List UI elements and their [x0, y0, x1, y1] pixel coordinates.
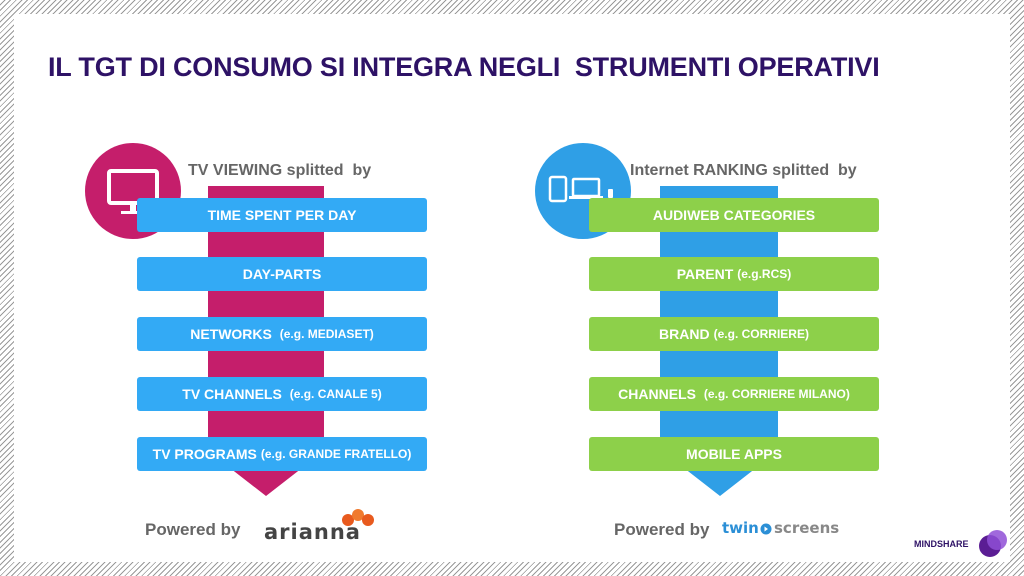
tv-item-example: (e.g. MEDIASET) [279, 327, 374, 341]
mindshare-logo-mark [979, 530, 1007, 557]
tv-item-time-spent: TIME SPENT PER DAY [137, 198, 427, 232]
tv-icon [107, 169, 159, 214]
tv-item-networks: NETWORKS (e.g. MEDIASET) [137, 317, 427, 351]
tv-powered-by: Powered by [145, 520, 241, 539]
web-item-label: BRAND [659, 326, 710, 342]
twinscreens-logo: twin screens [722, 518, 840, 540]
arianna-logo-mark [342, 509, 374, 526]
page-title: IL TGT DI CONSUMO SI INTEGRA NEGLI STRUM… [48, 52, 880, 82]
twinscreens-logo-dot [760, 523, 772, 535]
tv-item-example: (e.g. CANALE 5) [289, 387, 382, 401]
web-item-example: (e.g.RCS) [737, 267, 792, 281]
internet-powered-by: Powered by [614, 520, 710, 539]
tv-item-day-parts: DAY-PARTS [137, 257, 427, 291]
tv-item-channels: TV CHANNELS (e.g. CANALE 5) [137, 377, 427, 411]
tv-item-label: TV CHANNELS [182, 386, 286, 402]
web-item-label: AUDIWEB CATEGORIES [652, 207, 816, 223]
web-item-label: PARENT [676, 266, 734, 282]
web-item-label: CHANNELS [618, 386, 700, 402]
web-item-channels: CHANNELS (e.g. CORRIERE MILANO) [589, 377, 879, 411]
devices-icon [548, 175, 613, 203]
tv-item-label: TIME SPENT PER DAY [207, 207, 357, 223]
internet-panel-heading: Internet RANKING splitted by [630, 162, 857, 179]
mindshare-logo-text: MINDSHARE [914, 539, 969, 549]
web-item-mobile-apps: MOBILE APPS [589, 437, 879, 471]
tv-item-example: (e.g. GRANDE FRATELLO) [260, 447, 412, 461]
twinscreens-logo-right: screens [774, 519, 840, 537]
web-item-parent: PARENT (e.g.RCS) [589, 257, 879, 291]
arianna-logo-text: arianna [264, 520, 361, 544]
arianna-logo: arianna [262, 509, 374, 544]
slide: IL TGT DI CONSUMO SI INTEGRA NEGLI STRUM… [14, 14, 1010, 562]
tv-item-label: DAY-PARTS [242, 266, 322, 282]
mindshare-logo: MINDSHARE [914, 527, 1010, 563]
tv-item-programs: TV PROGRAMS (e.g. GRANDE FRATELLO) [137, 437, 427, 471]
twinscreens-logo-left: twin [722, 519, 759, 537]
web-item-label: MOBILE APPS [686, 446, 782, 462]
tv-item-label: NETWORKS [190, 326, 276, 342]
web-item-example: (e.g. CORRIERE) [713, 327, 809, 341]
tv-panel-heading: TV VIEWING splitted by [188, 162, 372, 179]
web-item-example: (e.g. CORRIERE MILANO) [703, 387, 850, 401]
web-item-brand: BRAND (e.g. CORRIERE) [589, 317, 879, 351]
web-item-audiweb-categories: AUDIWEB CATEGORIES [589, 198, 879, 232]
tv-item-label: TV PROGRAMS [152, 446, 257, 462]
